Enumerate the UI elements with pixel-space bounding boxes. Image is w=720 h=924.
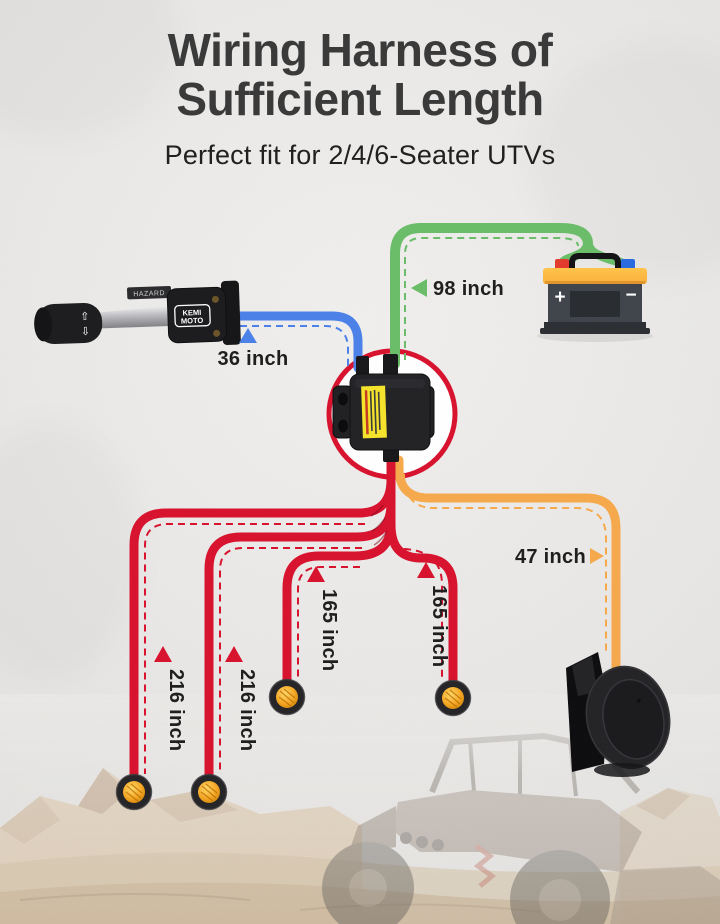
horn-wire-annotation: 47 inch	[515, 546, 604, 568]
battery-minus-sign: −	[625, 285, 636, 306]
page-title-line2: Sufficient Length	[176, 73, 544, 125]
signal-2-annotation: 216 inch	[225, 646, 258, 751]
hazard-tab-label: HAZARD	[133, 290, 165, 298]
module-warning-label	[361, 385, 387, 439]
left-arrow-icon	[411, 279, 427, 297]
signal-4-annotation: 165 inch	[417, 562, 450, 667]
marker-light	[190, 773, 228, 811]
battery: + −	[537, 253, 653, 342]
up-arrow-icon	[239, 328, 257, 343]
signal-1-annotation: 216 inch	[154, 646, 187, 751]
switch-wire-length-label: 36 inch	[217, 348, 288, 370]
up-arrow-icon	[225, 646, 243, 662]
page-title-line1: Wiring Harness of	[167, 24, 553, 76]
signal-3-length-label: 165 inch	[318, 589, 340, 671]
signal-3-annotation: 165 inch	[307, 566, 340, 671]
page-subtitle: Perfect fit for 2/4/6-Seater UTVs	[164, 140, 556, 170]
marker-light	[115, 773, 153, 811]
header: Wiring Harness of Sufficient Length Perf…	[0, 26, 720, 171]
signal-4-length-label: 165 inch	[428, 585, 450, 667]
marker-light	[268, 678, 306, 716]
horn	[566, 652, 671, 777]
battery-wire-length-label: 98 inch	[433, 278, 504, 300]
battery-wire-annotation: 98 inch	[411, 278, 504, 300]
switch-brand-line2: MOTO	[181, 316, 204, 326]
right-arrow-icon	[590, 548, 604, 564]
marker-light	[434, 679, 472, 717]
turn-up-arrow-icon: ⇧	[80, 311, 90, 323]
signal-2-length-label: 216 inch	[236, 669, 258, 751]
horn-wire-length-label: 47 inch	[515, 546, 586, 568]
turn-signal-switch: ⇧ ⇩ HAZARD KEMI MOTO	[34, 280, 241, 345]
up-arrow-icon	[154, 646, 172, 662]
up-arrow-icon	[417, 562, 435, 578]
battery-plus-sign: +	[554, 287, 565, 308]
turn-down-arrow-icon: ⇩	[81, 326, 91, 338]
signal-1-length-label: 216 inch	[165, 669, 187, 751]
